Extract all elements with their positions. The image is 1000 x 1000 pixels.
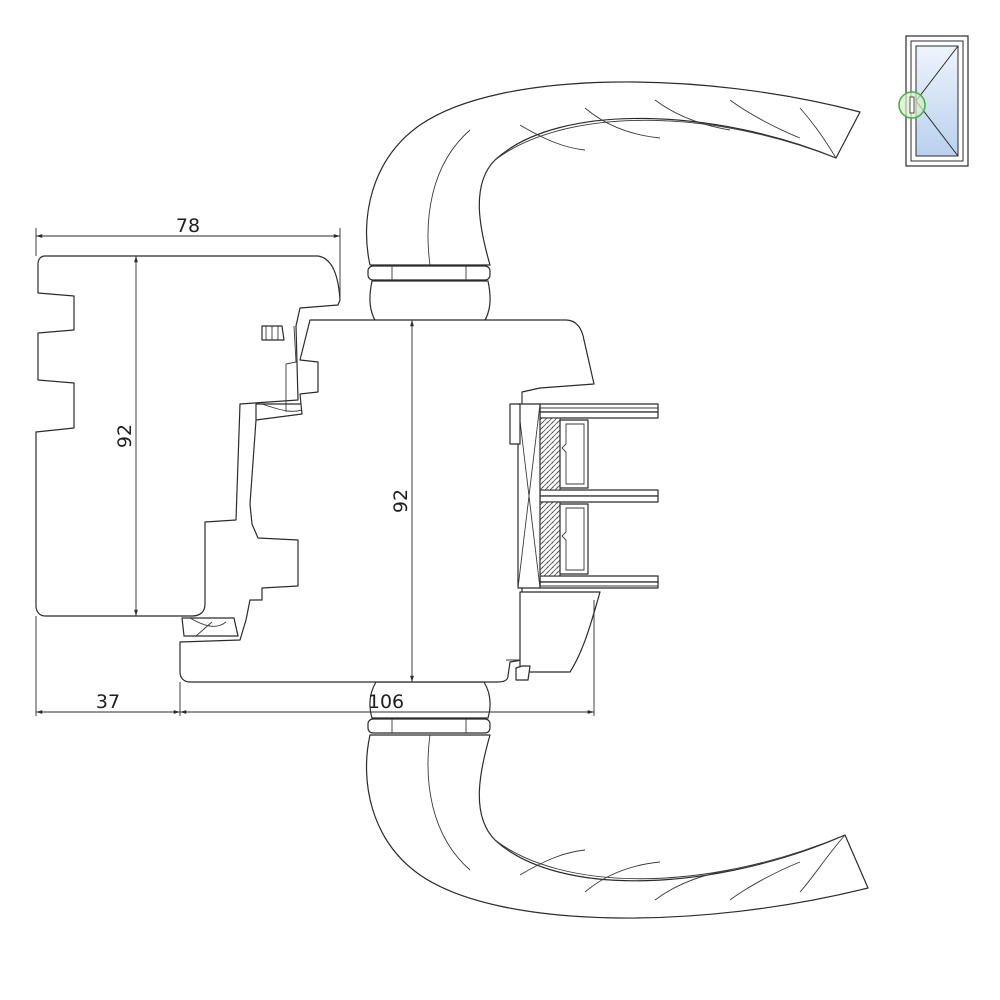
window-casement-icon bbox=[898, 35, 969, 167]
lower-handle bbox=[365, 681, 869, 919]
dimension-frame-width: 78 bbox=[176, 215, 200, 237]
upper-handle bbox=[365, 81, 861, 323]
glazing-unit bbox=[509, 403, 659, 589]
sash-profile bbox=[179, 319, 601, 683]
dimension-sash-depth: 106 bbox=[368, 691, 404, 713]
dimension-sash-height: 92 bbox=[390, 489, 412, 513]
dimension-frame-height: 92 bbox=[114, 424, 136, 448]
dimension-lines bbox=[35, 228, 595, 716]
dimension-frame-offset: 37 bbox=[96, 691, 120, 713]
